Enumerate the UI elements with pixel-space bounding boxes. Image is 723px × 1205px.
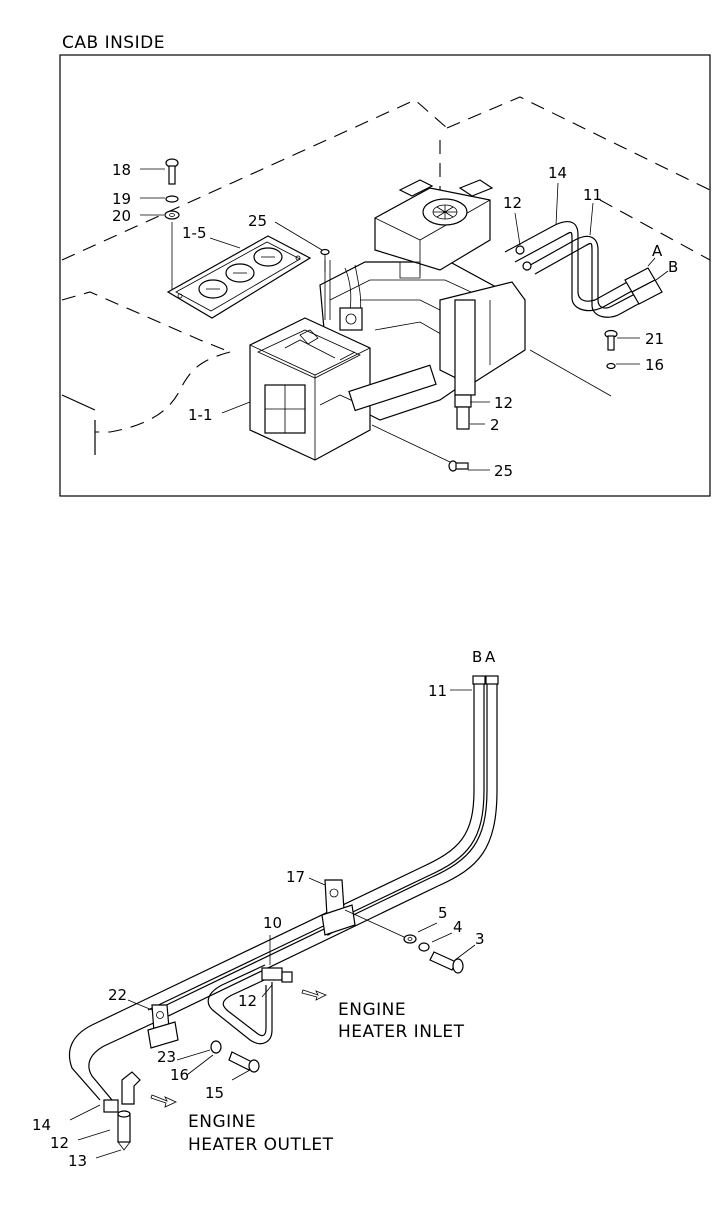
callout-25-lower: 25 (494, 462, 513, 480)
bottom-leaders (69, 689, 476, 1159)
callout-3: 3 (475, 930, 485, 948)
callout-1-5: 1-5 (182, 224, 207, 242)
pipe-end-A: A (485, 648, 496, 666)
cab-outline-dashed (61, 96, 711, 455)
callout-11-bottom: 11 (428, 682, 447, 700)
hardware-5-4-3 (403, 934, 464, 974)
callout-16-bottom: 16 (170, 1066, 189, 1084)
callout-13: 13 (68, 1152, 87, 1170)
callout-1-1: 1-1 (188, 406, 213, 424)
callout-23: 23 (157, 1048, 176, 1066)
hardware-16-15 (210, 1040, 260, 1073)
panel-title: CAB INSIDE (62, 33, 165, 53)
callout-22: 22 (108, 986, 127, 1004)
bottom-callouts: B A 11 17 5 4 3 10 12 22 23 16 15 14 12 … (32, 648, 496, 1170)
callout-10: 10 (263, 914, 282, 932)
bolt-21-16 (529, 329, 618, 397)
cab-inside-panel: CAB INSIDE (59, 33, 711, 497)
outlet-arrow-icon (150, 1094, 177, 1108)
clamp-22 (147, 1004, 179, 1049)
control-panel-1-5 (166, 235, 312, 319)
panel-frame (59, 54, 711, 497)
outlet-label-line2: HEATER OUTLET (188, 1135, 334, 1155)
heater-unit (319, 179, 526, 421)
callout-20: 20 (112, 207, 131, 225)
callout-5: 5 (438, 904, 448, 922)
callout-16: 16 (645, 356, 664, 374)
callout-11: 11 (583, 186, 602, 204)
screw-25-upper (320, 248, 330, 272)
bolt-25-lower (371, 424, 469, 472)
battery-1-1 (249, 317, 437, 461)
inlet-label-line2: HEATER INLET (338, 1022, 465, 1042)
pipe-assembly-11 (68, 675, 499, 1151)
callout-14: 14 (548, 164, 567, 182)
clamp-17 (321, 879, 356, 937)
heater-pipes-top (504, 221, 663, 318)
top-leaders (140, 168, 669, 471)
heater-labels: ENGINE HEATER INLET ENGINE HEATER OUTLET (188, 1000, 465, 1155)
callout-4: 4 (453, 918, 463, 936)
callout-12-inlet: 12 (238, 992, 257, 1010)
inlet-label-line1: ENGINE (338, 1000, 406, 1020)
callout-A: A (652, 242, 663, 260)
callout-14-bottom: 14 (32, 1116, 51, 1134)
outlet-label-line1: ENGINE (188, 1112, 256, 1132)
callout-12-upper: 12 (503, 194, 522, 212)
callout-15: 15 (205, 1084, 224, 1102)
callout-19: 19 (112, 190, 131, 208)
top-callouts: 18 19 20 1-5 25 14 11 12 A B 21 16 1-1 1… (112, 161, 678, 480)
hose-23 (121, 1071, 141, 1105)
callout-B: B (668, 258, 678, 276)
drain-hose (454, 394, 472, 430)
engine-piping-panel: B A 11 17 5 4 3 10 12 22 23 16 15 14 12 … (32, 648, 499, 1170)
callout-12-lower: 12 (494, 394, 513, 412)
callout-25-upper: 25 (248, 212, 267, 230)
flow-arrows (150, 989, 327, 1108)
callout-18: 18 (112, 161, 131, 179)
callout-21: 21 (645, 330, 664, 348)
inlet-arrow-icon (301, 989, 327, 1001)
callout-17: 17 (286, 868, 305, 886)
callout-2: 2 (490, 416, 500, 434)
callout-12-outlet: 12 (50, 1134, 69, 1152)
screw-washer-stack (164, 158, 180, 290)
pipe-end-B: B (472, 648, 482, 666)
